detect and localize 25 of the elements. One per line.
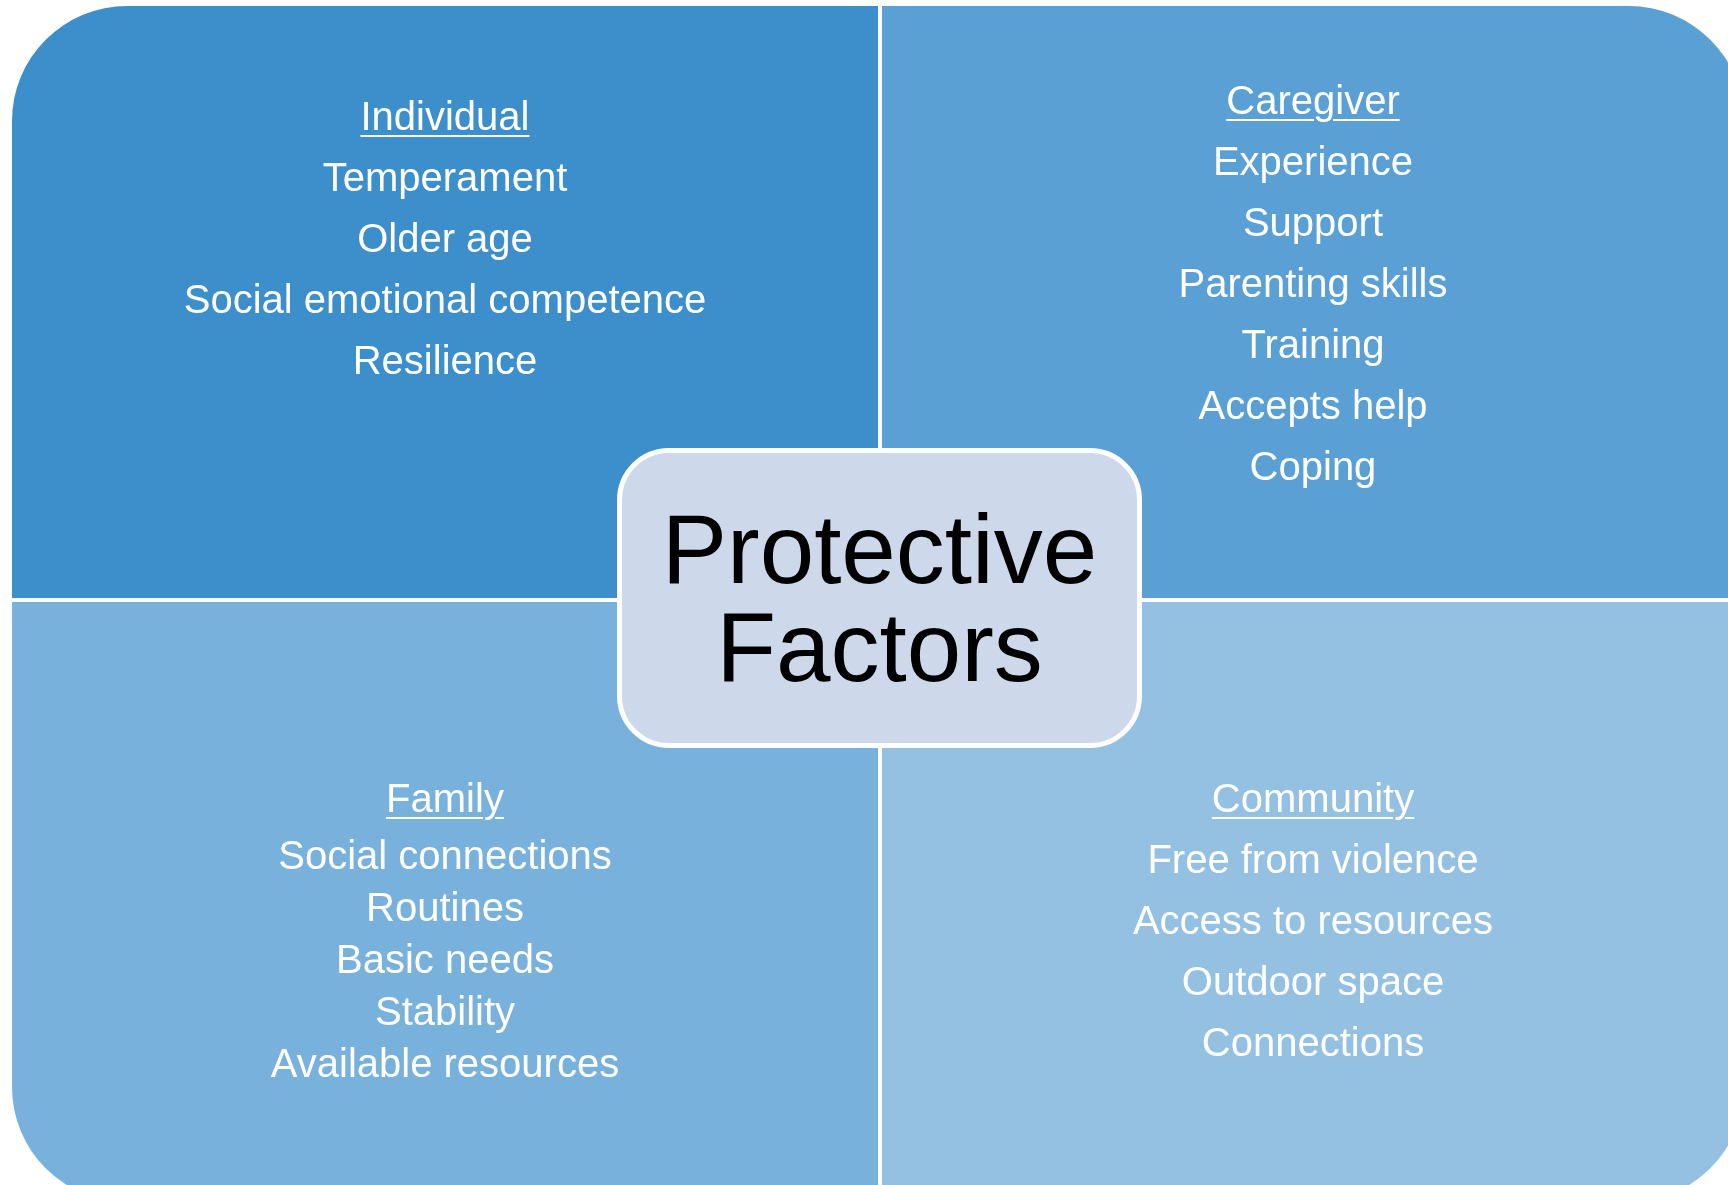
factor-item: Parenting skills [1178, 260, 1448, 307]
factor-item: Experience [1212, 138, 1414, 185]
factor-item: Routines [366, 884, 524, 931]
factor-item: Available resources [270, 1040, 620, 1087]
factor-item: Coping [1249, 443, 1377, 490]
factor-item: Resilience [352, 337, 538, 384]
factor-item: Free from violence [1147, 836, 1479, 883]
quadrant-heading: Caregiver [1226, 77, 1400, 124]
factor-item: Social connections [278, 832, 612, 879]
factor-item: Stability [374, 988, 516, 1035]
center-box [617, 448, 1142, 748]
quadrant-heading: Individual [360, 93, 530, 140]
factor-item: Training [1241, 321, 1385, 368]
factor-item: Accepts help [1198, 382, 1428, 429]
quadrant-heading: Community [1211, 775, 1415, 822]
factor-item: Older age [357, 215, 533, 262]
factor-item: Connections [1201, 1019, 1425, 1066]
factor-item: Basic needs [336, 936, 554, 983]
factor-item: Support [1242, 199, 1384, 246]
factor-item: Access to resources [1132, 897, 1494, 944]
quadrant-heading: Family [386, 775, 504, 822]
factor-item: Temperament [322, 154, 568, 201]
factor-item: Social emotional competence [183, 276, 707, 323]
center-title: Protective Factors [660, 500, 1099, 696]
factor-item: Outdoor space [1181, 958, 1445, 1005]
